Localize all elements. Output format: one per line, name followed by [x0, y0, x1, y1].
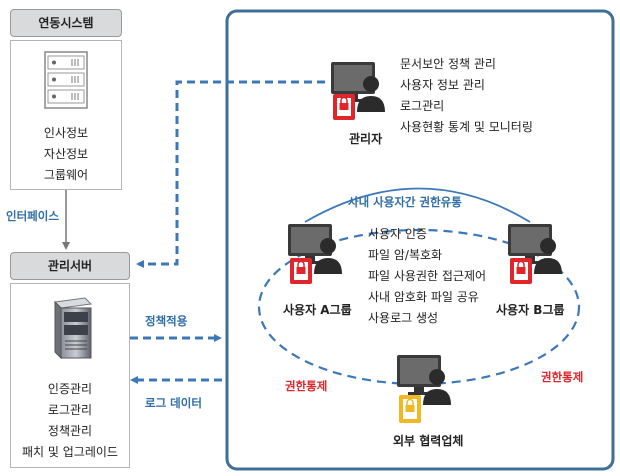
management-server-items: 인증관리 로그관리 정책관리 패치 및 업그레이드	[11, 379, 129, 463]
rights-control-left-label: 권한통제	[285, 379, 328, 393]
management-server-title: 관리서버	[47, 259, 93, 273]
management-server-header: 관리서버	[10, 252, 130, 280]
management-server-item: 패치 및 업그레이드	[22, 445, 118, 459]
linked-system-box: 인사정보 자산정보 그룹웨어	[10, 40, 122, 190]
rights-control-right-label: 권한통제	[541, 370, 584, 384]
user-function: 파일 암/복호화	[368, 248, 443, 262]
internal-flow-arc	[304, 187, 531, 223]
main-frame	[225, 9, 615, 471]
user-network-ellipse	[257, 228, 581, 386]
management-server-item: 인증관리	[47, 382, 93, 396]
user-a-computer-icon	[288, 224, 342, 284]
interface-label: 인터페이스	[6, 209, 59, 223]
linked-system-header: 연동시스템	[10, 9, 122, 37]
admin-function: 문서보안 정책 관리	[400, 57, 496, 71]
policy-apply-label: 정책적용	[145, 314, 188, 328]
admin-label: 관리자	[349, 132, 383, 146]
user-function: 파일 사용권한 접근제어	[368, 269, 487, 283]
admin-function: 사용현황 통계 및 모니터링	[400, 120, 533, 134]
linked-system-title: 연동시스템	[38, 16, 94, 30]
admin-computer-icon	[331, 62, 385, 120]
user-a-label: 사용자 A그룹	[283, 303, 352, 317]
linked-system-item: 자산정보	[43, 147, 89, 161]
management-server-item: 정책관리	[47, 424, 93, 438]
admin-to-server-arrow	[136, 80, 325, 268]
user-b-computer-icon	[508, 224, 562, 284]
user-function: 사용자 인증	[368, 227, 428, 241]
log-data-label: 로그 데이터	[145, 396, 202, 410]
partner-label: 외부 협력업체	[393, 434, 464, 448]
admin-function: 로그관리	[400, 99, 445, 113]
tower-server-icon	[53, 297, 93, 360]
linked-system-items: 인사정보 자산정보 그룹웨어	[11, 123, 121, 186]
management-server-item: 로그관리	[47, 403, 93, 417]
admin-functions: 문서보안 정책 관리 사용자 정보 관리 로그관리 사용현황 통계 및 모니터링	[400, 54, 533, 138]
linked-system-item: 그룹웨어	[43, 168, 89, 182]
management-server-box: 인증관리 로그관리 정책관리 패치 및 업그레이드	[10, 283, 130, 468]
linked-system-item: 인사정보	[43, 126, 89, 140]
admin-function: 사용자 정보 관리	[400, 78, 485, 92]
user-functions: 사용자 인증 파일 암/복호화 파일 사용권한 접근제어 사내 암호화 파일 공…	[368, 224, 486, 329]
user-function: 사내 암호화 파일 공유	[368, 290, 479, 304]
partner-computer-icon	[397, 355, 451, 423]
user-b-label: 사용자 B그룹	[496, 303, 565, 317]
user-function: 사용로그 생성	[368, 311, 439, 325]
server-rack-icon	[44, 51, 88, 109]
internal-flow-label: 사내 사용자간 권한유통	[348, 195, 462, 209]
